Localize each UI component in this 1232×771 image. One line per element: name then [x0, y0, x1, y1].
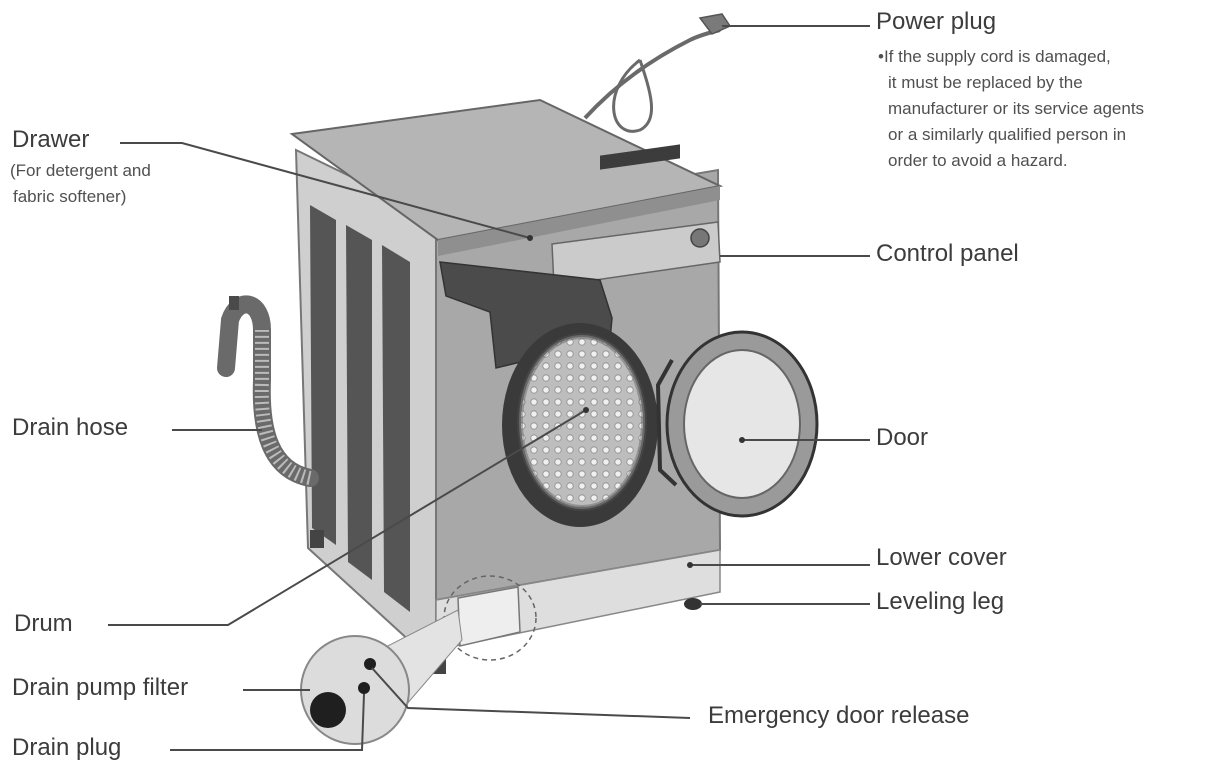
label-leveling-leg: Leveling leg [876, 588, 1004, 616]
power-plug-note-line: or a similarly qualified person in [878, 122, 1144, 148]
label-drain-pump-filter: Drain pump filter [12, 674, 188, 702]
power-plug-icon [700, 14, 730, 34]
label-emergency-door-release: Emergency door release [708, 702, 969, 730]
power-plug-note-line: •If the supply cord is damaged, [878, 44, 1144, 70]
control-knob [691, 229, 709, 247]
drain-hose-tip [229, 296, 239, 310]
label-drum: Drum [14, 610, 73, 638]
label-control-panel: Control panel [876, 240, 1019, 268]
label-power-plug: Power plug [876, 8, 996, 36]
label-lower-cover: Lower cover [876, 544, 1007, 572]
drawer-note: (For detergent and fabric softener) [10, 158, 151, 210]
drawer-note-line: (For detergent and [10, 158, 151, 184]
side-stripe-3 [382, 245, 410, 612]
emergency-release-icon [364, 658, 376, 670]
leveling-leg-front-right [684, 598, 702, 610]
label-door: Door [876, 424, 928, 452]
drawer-note-line: fabric softener) [10, 184, 151, 210]
power-plug-note: •If the supply cord is damaged, it must … [878, 44, 1144, 174]
service-hatch [458, 587, 520, 646]
leader-dot-drum [583, 407, 589, 413]
door-glass [684, 350, 800, 498]
power-cord-loop [614, 60, 652, 131]
side-stripe-2 [346, 225, 372, 580]
label-drawer: Drawer [12, 126, 89, 154]
drain-plug-icon [358, 682, 370, 694]
side-stripe-1 [310, 205, 336, 545]
power-plug-note-line: manufacturer or its service agents [878, 96, 1144, 122]
label-drain-hose: Drain hose [12, 414, 128, 442]
leader-dot-door [739, 437, 745, 443]
leader-dot-drawer [527, 235, 533, 241]
power-plug-note-line: order to avoid a hazard. [878, 148, 1144, 174]
drain-pump-filter-icon [310, 692, 346, 728]
leader-dot-lower-cover [687, 562, 693, 568]
power-plug-note-line: it must be replaced by the [878, 70, 1144, 96]
leveling-leg-back [310, 530, 324, 548]
label-drain-plug: Drain plug [12, 734, 121, 762]
